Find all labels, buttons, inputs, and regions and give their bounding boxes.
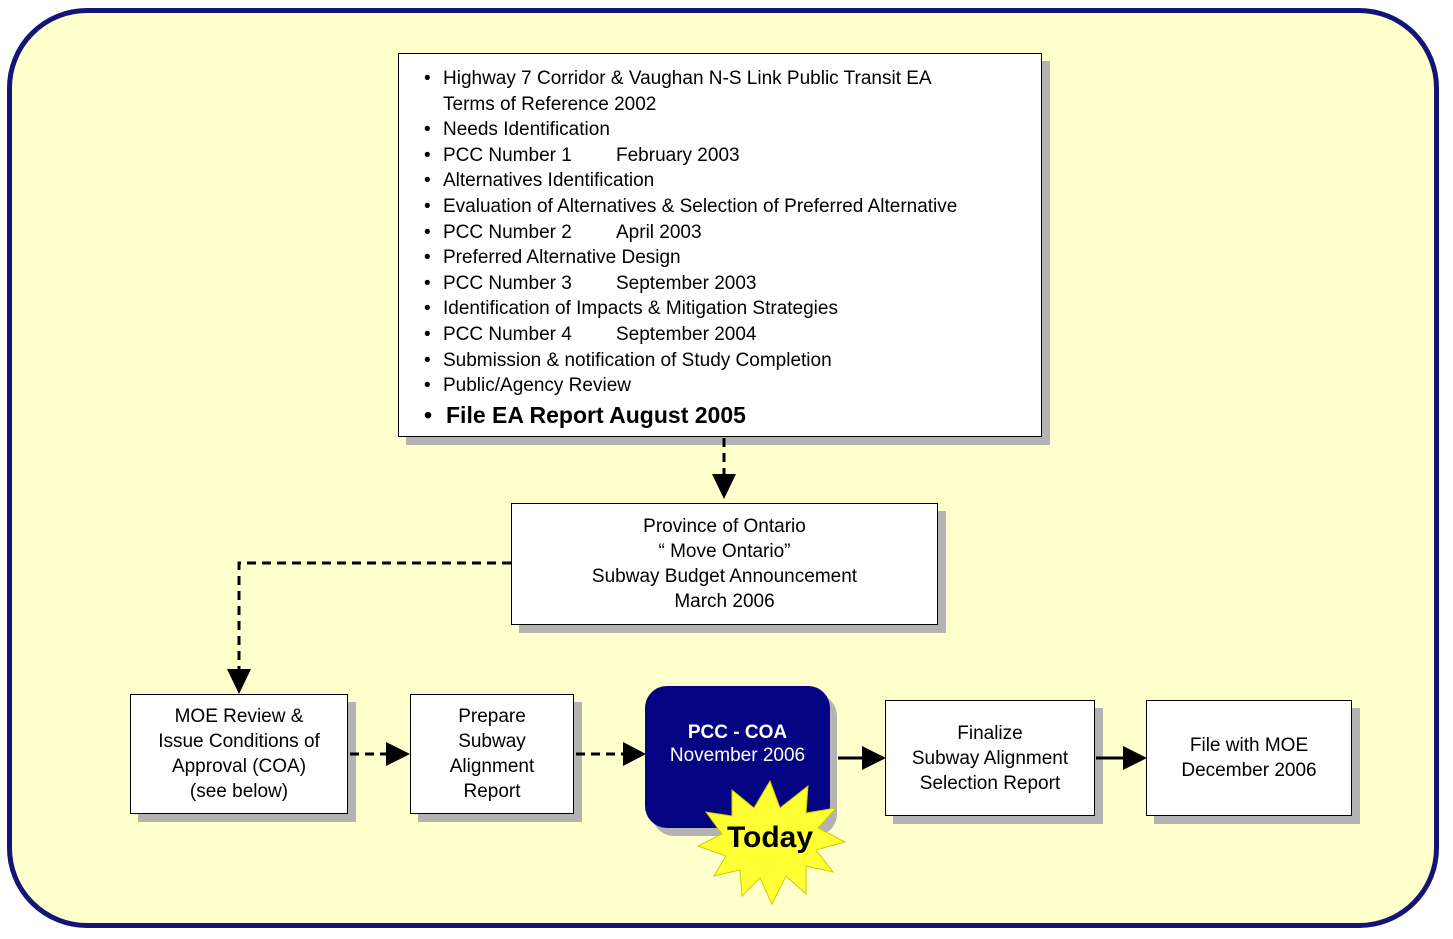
today-label: Today	[726, 821, 814, 854]
province-announcement-box: Province of Ontario “ Move Ontario” Subw…	[511, 503, 938, 625]
arrowhead-right-icon	[386, 742, 410, 766]
ea-steps-list: Highway 7 Corridor & Vaughan N-S Link Pu…	[421, 66, 1031, 431]
list-item: Submission & notification of Study Compl…	[421, 348, 1031, 374]
arrowhead-down-icon	[712, 474, 736, 499]
list-item: Identification of Impacts & Mitigation S…	[421, 296, 1031, 322]
list-item: Evaluation of Alternatives & Selection o…	[421, 194, 1031, 220]
prepare-report-box: Prepare Subway Alignment Report	[410, 694, 574, 814]
arrowhead-down-icon	[227, 669, 251, 694]
starburst-icon	[696, 779, 847, 906]
ea-process-steps-box: Highway 7 Corridor & Vaughan N-S Link Pu…	[398, 53, 1042, 437]
arrowhead-right-icon	[1123, 746, 1147, 770]
file-with-moe-box: File with MOE December 2006	[1146, 700, 1352, 816]
arrowhead-right-icon	[862, 746, 886, 770]
list-item: Alternatives Identification	[421, 168, 1031, 194]
finalize-report-box: Finalize Subway Alignment Selection Repo…	[885, 700, 1095, 816]
list-item: Highway 7 Corridor & Vaughan N-S Link Pu…	[421, 66, 1031, 117]
final-list-item: File EA Report August 2005	[421, 399, 1031, 431]
list-item: Public/Agency Review	[421, 373, 1031, 399]
moe-review-box: MOE Review & Issue Conditions of Approva…	[130, 694, 348, 814]
dashed-connector-province-to-moe	[237, 561, 511, 672]
list-item: Needs Identification	[421, 117, 1031, 143]
list-item: Preferred Alternative Design	[421, 245, 1031, 271]
arrowhead-right-icon	[623, 742, 646, 766]
